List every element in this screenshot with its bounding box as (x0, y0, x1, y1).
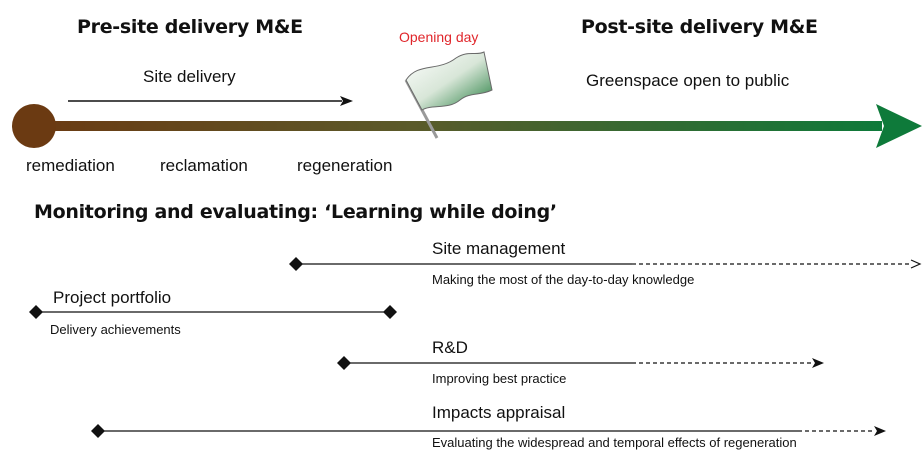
section-title: Monitoring and evaluating: ‘Learning whi… (34, 201, 557, 223)
project-portfolio-line (29, 305, 397, 319)
opening-day-label: Opening day (399, 29, 479, 45)
flag-icon (404, 51, 493, 139)
rd-line (337, 356, 824, 370)
greenspace-label: Greenspace open to public (586, 71, 790, 90)
site-delivery-arrow (68, 96, 353, 106)
activity-site-management-name: Site management (432, 239, 566, 258)
activity-rd-name: R&D (432, 338, 468, 357)
impacts-appraisal-line (91, 424, 886, 438)
timeline-bar (12, 104, 922, 148)
site-delivery-label: Site delivery (143, 67, 236, 86)
activity-site-management-description: Making the most of the day-to-day knowle… (432, 272, 695, 287)
stage-reclamation: reclamation (160, 156, 248, 175)
activity-impacts-appraisal-description: Evaluating the widespread and temporal e… (432, 435, 797, 450)
activity-project-portfolio-description: Delivery achievements (50, 322, 181, 337)
post-site-heading: Post-site delivery M&E (581, 16, 818, 38)
activity-rd-description: Improving best practice (432, 371, 567, 386)
stage-regeneration: regeneration (297, 156, 393, 175)
stage-remediation: remediation (26, 156, 115, 175)
activity-project-portfolio-name: Project portfolio (53, 288, 172, 307)
site-management-line (289, 257, 922, 271)
pre-site-heading: Pre-site delivery M&E (77, 16, 303, 38)
activity-impacts-appraisal-name: Impacts appraisal (432, 403, 566, 422)
